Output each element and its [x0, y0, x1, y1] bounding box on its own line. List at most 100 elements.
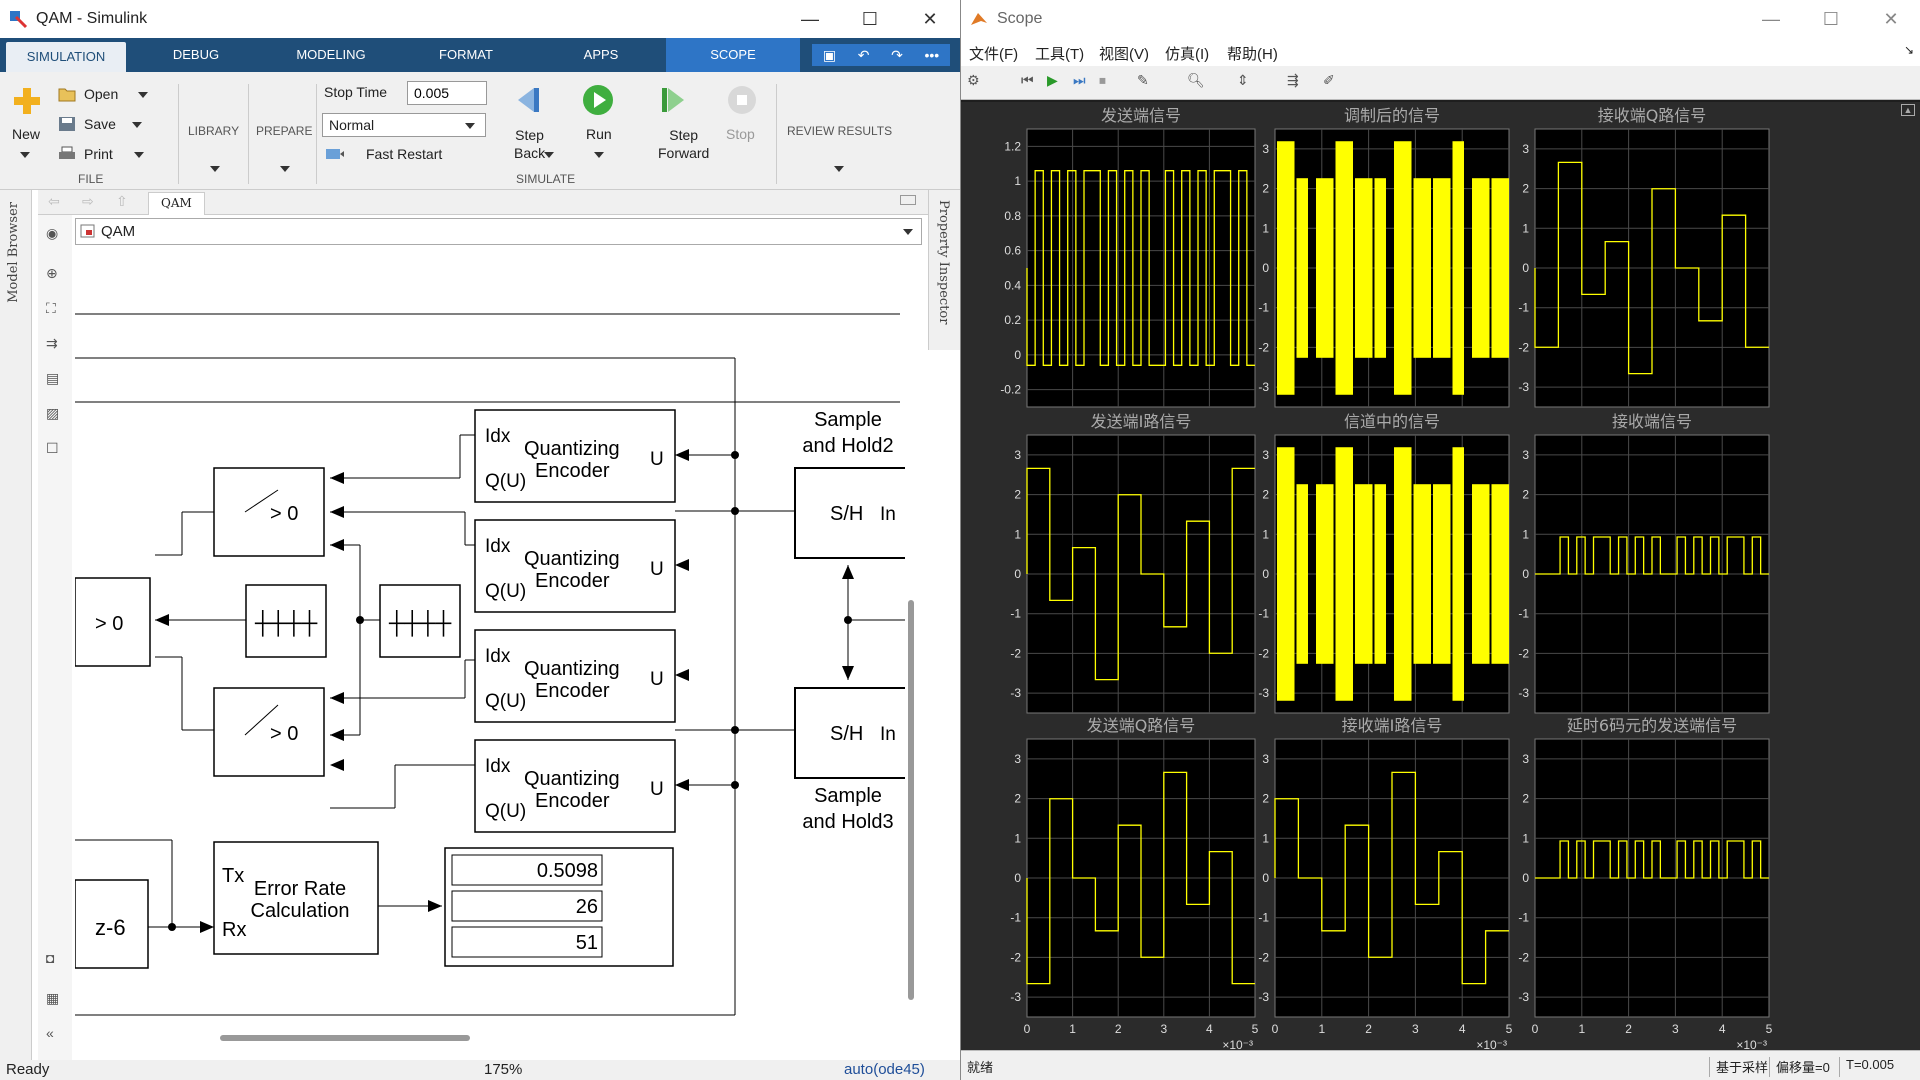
model-canvas[interactable]: Idx Q(U) Quantizing Encoder U Idx Q(U) Q…: [75, 250, 905, 1040]
model-browser-tab[interactable]: Model Browser: [6, 202, 21, 303]
save-icon[interactable]: ▣: [822, 46, 837, 63]
step-back-icon[interactable]: [514, 84, 546, 116]
new-button[interactable]: New: [12, 126, 41, 142]
status-solver[interactable]: auto(ode45): [844, 1061, 925, 1078]
redo-icon[interactable]: ↷: [891, 46, 903, 63]
scope-maximize-button[interactable]: ☐: [1822, 8, 1840, 29]
stop-button[interactable]: Stop: [726, 126, 755, 142]
scope-close-button[interactable]: ✕: [1883, 8, 1899, 29]
model-tab[interactable]: QAM: [148, 192, 205, 215]
up-arrow-icon[interactable]: ⇧: [116, 193, 128, 209]
step-back-icon[interactable]: ⏮: [1021, 72, 1034, 88]
zoom-icon[interactable]: ⊕: [46, 265, 58, 281]
stop-icon[interactable]: [726, 84, 758, 116]
more-icon[interactable]: •••: [924, 47, 940, 63]
y-tick-label: -2: [1010, 646, 1021, 660]
tree-icon[interactable]: ▦: [46, 990, 60, 1006]
address-dropdown-icon[interactable]: [903, 229, 913, 235]
new-icon[interactable]: [12, 86, 42, 116]
maximize-button[interactable]: ☐: [861, 8, 879, 29]
run-icon[interactable]: ▶: [1047, 72, 1058, 88]
close-button[interactable]: ✕: [922, 8, 938, 29]
expand-icon[interactable]: ▲: [1901, 104, 1915, 116]
forward-arrow-icon[interactable]: ⇨: [82, 193, 94, 209]
review-dropdown-icon[interactable]: [834, 166, 844, 172]
library-button[interactable]: LIBRARY: [188, 124, 240, 138]
tab-simulation[interactable]: SIMULATION: [6, 42, 126, 72]
run-icon[interactable]: [582, 84, 614, 116]
print-dropdown-icon[interactable]: [134, 152, 144, 158]
scope-minimize-button[interactable]: —: [1762, 8, 1780, 29]
ribbon-divider: [316, 84, 317, 184]
prepare-button[interactable]: PREPARE: [256, 124, 313, 138]
undo-icon[interactable]: ↶: [857, 46, 870, 63]
review-results-button[interactable]: REVIEW RESULTS: [787, 124, 893, 138]
library-dropdown-icon[interactable]: [210, 166, 220, 172]
image-icon[interactable]: ▨: [46, 405, 60, 421]
step-forward-button[interactable]: Step Forward: [658, 127, 710, 161]
menu-simulation[interactable]: 仿真(I): [1165, 46, 1210, 63]
open-button[interactable]: Open: [84, 86, 119, 102]
collapse-icon[interactable]: [900, 195, 916, 205]
scale-axes-icon[interactable]: ⇕: [1237, 72, 1249, 88]
save-button[interactable]: Save: [84, 116, 116, 132]
camera-icon[interactable]: ◘: [46, 950, 55, 966]
property-inspector-tab[interactable]: Property Inspector: [936, 200, 951, 325]
model-browser-bar[interactable]: Model Browser: [0, 190, 32, 1065]
svg-text:Error Rate: Error Rate: [254, 878, 346, 900]
fit-view-icon[interactable]: ⛶: [46, 300, 56, 316]
y-tick-label: -3: [1010, 990, 1021, 1004]
area-icon[interactable]: ☐: [46, 440, 59, 456]
prepare-dropdown-icon[interactable]: [280, 166, 290, 172]
new-dropdown-icon[interactable]: [20, 152, 30, 158]
address-bar[interactable]: QAM: [75, 218, 922, 245]
highlight-icon[interactable]: ✎: [1137, 72, 1149, 88]
back-arrow-icon[interactable]: ⇦: [48, 193, 60, 209]
tab-debug[interactable]: DEBUG: [172, 47, 220, 62]
step-forward-icon[interactable]: [656, 84, 688, 116]
step-back-button[interactable]: Step Back: [514, 127, 546, 161]
simulation-mode-select[interactable]: Normal: [322, 113, 486, 137]
tab-apps[interactable]: APPS: [583, 47, 619, 62]
minimize-button[interactable]: —: [801, 8, 819, 29]
stop-time-input[interactable]: [407, 81, 487, 105]
arrow-icon[interactable]: ⇉: [46, 335, 58, 351]
tab-scope[interactable]: SCOPE: [666, 38, 800, 72]
settings-gear-icon[interactable]: ⚙: [967, 72, 980, 88]
run-button[interactable]: Run: [586, 126, 612, 142]
tab-modeling[interactable]: MODELING: [296, 47, 366, 62]
measurements-icon[interactable]: ✐: [1323, 72, 1335, 88]
zoom-in-icon[interactable]: 🔍︎: [1187, 72, 1205, 88]
annotation-icon[interactable]: ▤: [46, 370, 60, 386]
target-icon[interactable]: ◉: [46, 225, 59, 241]
vertical-scrollbar[interactable]: [908, 600, 914, 1000]
horizontal-scrollbar[interactable]: [220, 1035, 470, 1041]
step-forward-icon[interactable]: ⏭: [1073, 72, 1086, 88]
tab-format[interactable]: FORMAT: [439, 47, 493, 62]
triggers-icon[interactable]: ⇶: [1287, 72, 1299, 88]
fast-restart-button[interactable]: Fast Restart: [366, 146, 443, 162]
menu-help[interactable]: 帮助(H): [1227, 46, 1278, 63]
property-inspector-bar[interactable]: Property Inspector: [928, 190, 960, 350]
undock-icon[interactable]: ↘: [1903, 43, 1914, 57]
print-button[interactable]: Print: [84, 146, 113, 162]
run-dropdown-icon[interactable]: [594, 152, 604, 158]
save-dropdown-icon[interactable]: [132, 122, 142, 128]
stop-icon[interactable]: ⏹: [1099, 72, 1106, 88]
menu-tools[interactable]: 工具(T): [1035, 46, 1085, 63]
menu-view[interactable]: 视图(V): [1099, 46, 1149, 63]
open-dropdown-icon[interactable]: [138, 92, 148, 98]
step-back-dropdown-icon[interactable]: [544, 152, 554, 158]
menu-file[interactable]: 文件(F): [969, 46, 1019, 63]
collapse-left-icon[interactable]: «: [46, 1025, 54, 1041]
signal-trace: [1452, 141, 1464, 395]
